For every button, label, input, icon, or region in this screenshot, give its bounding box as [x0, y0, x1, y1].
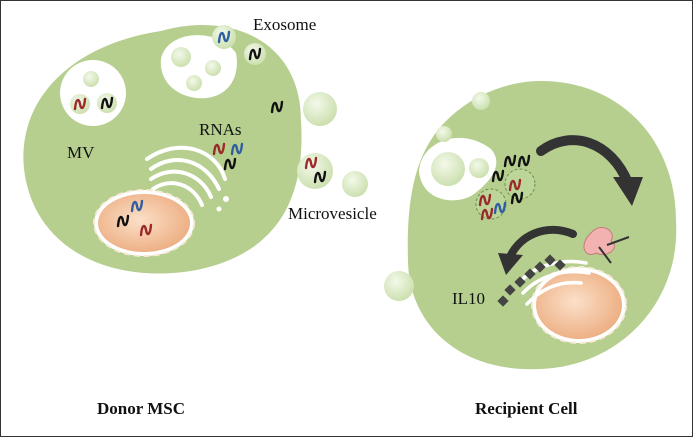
label-exosome: Exosome — [253, 15, 317, 34]
released-microvesicles — [297, 92, 368, 197]
released-exosomes — [212, 25, 266, 65]
internalized-vesicles — [475, 154, 536, 221]
mv-compartment — [60, 60, 126, 126]
golgi-apparatus — [145, 145, 229, 212]
label-microvesicle: Microvesicle — [288, 204, 377, 223]
caption-recipient-cell: Recipient Cell — [475, 399, 578, 418]
label-rnas: RNAs — [199, 120, 242, 139]
label-mv: MV — [67, 143, 95, 162]
label-il10: IL10 — [452, 289, 486, 308]
budding-pocket — [160, 35, 237, 99]
nearby-vesicles — [384, 92, 490, 301]
ribosome — [583, 227, 630, 264]
donor-nucleus — [93, 189, 195, 257]
recipient-cell — [407, 81, 677, 370]
budding-microvesicle — [261, 89, 291, 127]
curved-arrow-left — [498, 226, 577, 275]
il10-protein-chain — [497, 254, 566, 307]
uptake-pocket — [419, 126, 497, 201]
donor-cell — [23, 25, 302, 274]
curved-arrow-top — [536, 135, 643, 206]
caption-donor-msc: Donor MSC — [97, 399, 185, 418]
